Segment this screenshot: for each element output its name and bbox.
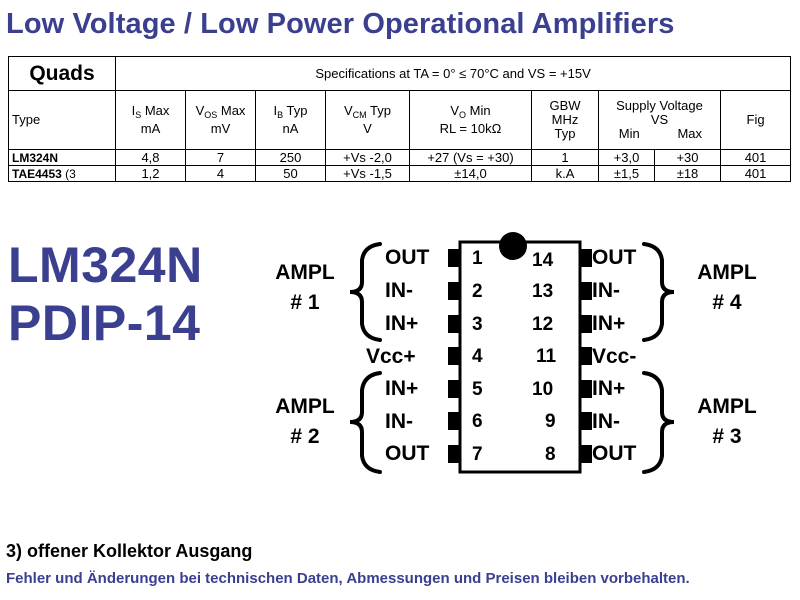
ampl4-label: AMPL# 4 xyxy=(697,261,757,314)
cell-vcm: +Vs -2,0 xyxy=(325,149,410,166)
pin3-label: IN+ xyxy=(385,312,419,335)
pin7-number: 7 xyxy=(472,444,483,465)
page-title: Low Voltage / Low Power Operational Ampl… xyxy=(6,8,675,40)
pin12-number: 12 xyxy=(532,314,554,335)
left-pin-2 xyxy=(448,282,460,300)
pin6-number: 6 xyxy=(472,411,483,432)
footnote: 3) offener Kollektor Ausgang xyxy=(6,541,253,561)
cell-ib: 250 xyxy=(255,149,326,166)
pin2-number: 2 xyxy=(472,281,483,302)
right-pin-7 xyxy=(580,445,592,463)
pin5-label: IN+ xyxy=(385,377,419,400)
pin10-number: 10 xyxy=(532,379,554,400)
pin14-label: OUT xyxy=(592,246,637,269)
pin9-number: 9 xyxy=(545,411,556,432)
pin11-label: Vcc- xyxy=(592,345,637,368)
brace-ampl1 xyxy=(349,242,382,342)
pin13-number: 13 xyxy=(532,281,554,302)
cell-type: LM324N xyxy=(8,149,116,166)
pin14-number: 14 xyxy=(532,250,554,271)
cell-fig: 401 xyxy=(719,149,792,166)
cell-ib: 50 xyxy=(255,165,326,182)
right-pin-6 xyxy=(580,412,592,430)
header-type: Type xyxy=(8,90,116,150)
cell-fig: 401 xyxy=(719,165,792,182)
left-pin-6 xyxy=(448,412,460,430)
cell-is: 1,2 xyxy=(115,165,186,182)
part-name: LM324N xyxy=(8,237,203,293)
pin11-number: 11 xyxy=(536,346,557,367)
left-pin-7 xyxy=(448,445,460,463)
ampl2-label: AMPL# 2 xyxy=(275,395,335,448)
brace-ampl4 xyxy=(642,242,675,342)
pin8-label: OUT xyxy=(592,442,637,465)
left-pin-3 xyxy=(448,315,460,333)
pin9-label: IN- xyxy=(592,410,620,433)
right-pin-2 xyxy=(580,282,592,300)
pin13-label: IN- xyxy=(592,279,620,302)
pin5-number: 5 xyxy=(472,379,483,400)
pin7-label: OUT xyxy=(385,442,430,465)
left-pin-5 xyxy=(448,380,460,398)
pin2-label: IN- xyxy=(385,279,413,302)
group-label: Quads xyxy=(8,56,116,91)
ampl3-label: AMPL# 3 xyxy=(697,395,757,448)
right-pin-5 xyxy=(580,380,592,398)
spec-conditions: Specifications at TA = 0° ≤ 70°C and VS … xyxy=(114,56,792,91)
cell-gbw: k.A xyxy=(531,165,599,182)
pin12-label: IN+ xyxy=(592,312,626,335)
table-row: TAE4453 (3 1,2 4 50 +Vs -1,5 ±14,0 k.A ±… xyxy=(8,165,792,182)
right-pin-4 xyxy=(580,347,592,365)
left-pin-4 xyxy=(448,347,460,365)
header-fig: Fig xyxy=(719,90,792,150)
pin3-number: 3 xyxy=(472,314,483,335)
pin10-label: IN+ xyxy=(592,377,626,400)
cell-vmin: ±1,5 xyxy=(598,165,655,182)
pin8-number: 8 xyxy=(545,444,556,465)
pin1-label: OUT xyxy=(385,246,430,269)
right-pin-1 xyxy=(580,249,592,267)
pin1-number: 1 xyxy=(472,248,483,269)
cell-vcm: +Vs -1,5 xyxy=(325,165,410,182)
pin4-number: 4 xyxy=(472,346,483,367)
cell-type: TAE4453 (3 xyxy=(8,165,116,182)
pin4-label: Vcc+ xyxy=(366,345,416,368)
spec-table: Quads Specifications at TA = 0° ≤ 70°C a… xyxy=(8,56,792,182)
pin6-label: IN- xyxy=(385,410,413,433)
cell-vo: +27 (Vs = +30) xyxy=(409,149,532,166)
brace-ampl2 xyxy=(349,371,382,474)
package-name: PDIP-14 xyxy=(8,295,201,351)
brace-ampl3 xyxy=(642,371,675,474)
disclaimer: Fehler und Änderungen bei technischen Da… xyxy=(6,570,690,587)
left-pin-1 xyxy=(448,249,460,267)
pin1-notch-icon xyxy=(499,232,527,260)
ampl1-label: AMPL# 1 xyxy=(275,261,335,314)
right-pin-3 xyxy=(580,315,592,333)
